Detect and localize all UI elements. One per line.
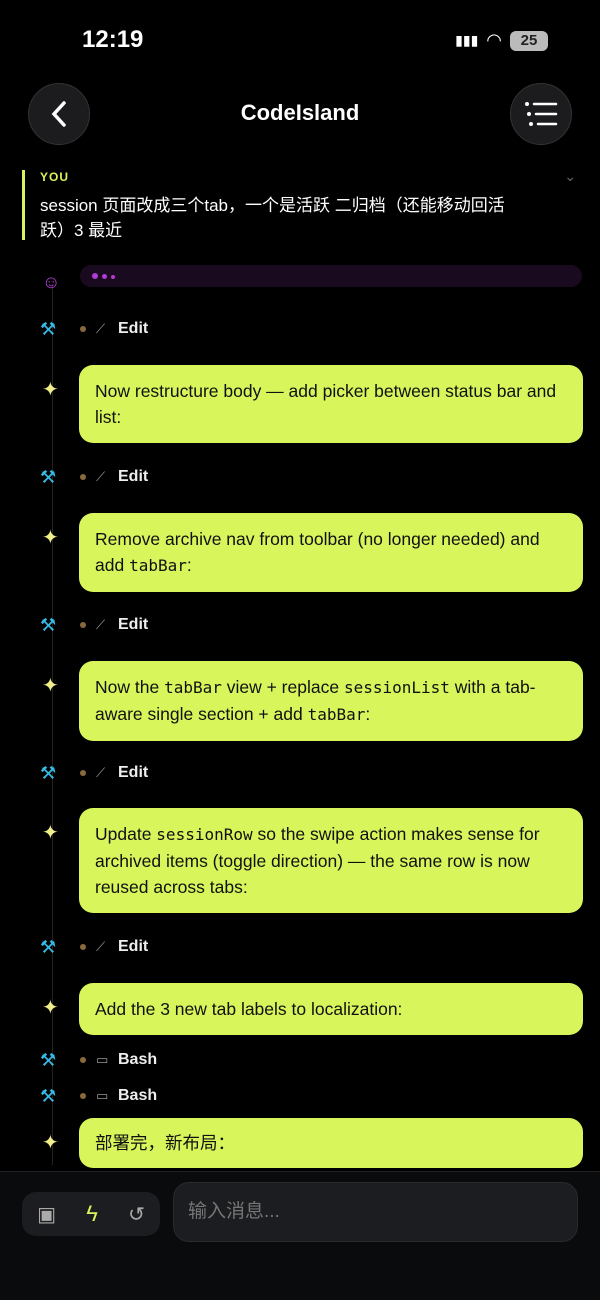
- status-dot: [80, 326, 86, 332]
- pencil-icon: ⟋: [96, 321, 106, 336]
- pencil-icon: ⟋: [96, 939, 106, 954]
- status-dot: [80, 1093, 86, 1099]
- assistant-message: 部署完，新布局：: [79, 1118, 583, 1168]
- hammer-icon: ⚒: [40, 762, 57, 783]
- tool-label: Bash: [118, 1051, 158, 1068]
- tool-label: Edit: [118, 616, 149, 633]
- thinking-indicator: [80, 265, 582, 287]
- text-span: Add the 3 new tab labels to localization…: [95, 999, 403, 1019]
- text-span: Remove archive nav from toolbar (no long…: [95, 529, 540, 575]
- status-time: 12:19: [82, 26, 144, 53]
- lightning-icon[interactable]: ϟ: [86, 1201, 98, 1226]
- hammer-icon: ⚒: [40, 936, 57, 957]
- code-span: tabBar: [129, 556, 187, 575]
- tool-call-row[interactable]: ⚒ ⟋ Edit: [40, 465, 148, 489]
- pencil-icon: ⟋: [96, 617, 106, 632]
- text-span: Update: [95, 824, 157, 844]
- assistant-message: Now the tabBar view + replace sessionLis…: [79, 661, 583, 741]
- battery-icon: 25: [510, 30, 548, 51]
- tool-label: Edit: [118, 764, 149, 781]
- wifi-icon: ◠: [486, 30, 502, 50]
- sparkle-icon: ✦: [42, 527, 59, 549]
- hammer-icon: ⚒: [40, 1085, 57, 1106]
- history-icon[interactable]: ↺: [128, 1203, 145, 1226]
- tool-call-row[interactable]: ⚒ ⟋ Edit: [40, 613, 148, 637]
- user-message-bar: [22, 170, 25, 240]
- chevron-left-icon: [51, 101, 66, 127]
- text-span: Now the: [95, 677, 165, 697]
- tool-label: Edit: [118, 468, 149, 485]
- hammer-icon: ⚒: [40, 614, 57, 635]
- user-message-text: session 页面改成三个tab，一个是活跃 二归档（还能移动回活跃）3 最近: [40, 196, 505, 240]
- status-dot: [80, 622, 86, 628]
- code-span: tabBar: [164, 678, 222, 697]
- chevron-down-icon[interactable]: ⌄: [564, 168, 576, 184]
- terminal-icon: ▭: [96, 1052, 109, 1067]
- hammer-icon: ⚒: [40, 318, 57, 339]
- message-input[interactable]: [173, 1182, 578, 1242]
- status-dot: [80, 944, 86, 950]
- code-span: tabBar: [307, 705, 366, 724]
- text-span: :: [186, 555, 192, 575]
- brain-icon: ☺: [42, 272, 61, 292]
- assistant-message: Remove archive nav from toolbar (no long…: [79, 513, 583, 592]
- list-icon: [525, 102, 558, 126]
- hammer-icon: ⚒: [40, 1049, 57, 1070]
- user-label: YOU: [40, 170, 70, 184]
- sparkle-icon: ✦: [42, 1132, 59, 1154]
- status-dot: [80, 770, 86, 776]
- tool-label: Edit: [118, 320, 149, 337]
- code-span: sessionRow: [156, 825, 253, 844]
- sparkle-icon: ✦: [42, 822, 59, 844]
- text-span: view + replace: [221, 677, 344, 697]
- photo-library-icon[interactable]: ▣: [37, 1203, 57, 1226]
- assistant-message: Update sessionRow so the swipe action ma…: [79, 808, 583, 913]
- tool-call-row[interactable]: ⚒ ⟋ Edit: [40, 317, 148, 341]
- tool-label: Bash: [118, 1087, 158, 1104]
- text-span: Now restructure body — add picker betwee…: [95, 381, 557, 427]
- assistant-message: Add the 3 new tab labels to localization…: [79, 983, 583, 1035]
- back-button[interactable]: [28, 83, 90, 145]
- signal-icon: ▮▮▮: [455, 32, 479, 48]
- text-span: 部署完，新布局：: [95, 1133, 235, 1153]
- status-icons: ▮▮▮ ◠ 25: [455, 30, 548, 51]
- composer-tools: ▣ ϟ ↺: [22, 1192, 160, 1236]
- sparkle-icon: ✦: [42, 379, 59, 401]
- assistant-message: Now restructure body — add picker betwee…: [79, 365, 583, 443]
- text-span: :: [365, 704, 371, 724]
- sparkle-icon: ✦: [42, 997, 59, 1019]
- hammer-icon: ⚒: [40, 466, 57, 487]
- outline-menu-button[interactable]: [510, 83, 572, 145]
- timeline-line: [52, 285, 53, 1165]
- text-span: so the swipe action makes sense for arch…: [95, 824, 540, 897]
- tool-call-row[interactable]: ⚒ ⟋ Edit: [40, 935, 148, 959]
- tool-call-row[interactable]: ⚒ ⟋ Edit: [40, 761, 148, 785]
- page-title: CodeIsland: [240, 100, 360, 125]
- tool-label: Edit: [118, 938, 149, 955]
- text-span: with a tab-aware single section + add: [95, 677, 536, 724]
- sparkle-icon: ✦: [42, 675, 59, 697]
- tool-call-row[interactable]: ⚒ ▭ Bash: [40, 1084, 157, 1108]
- terminal-icon: ▭: [96, 1088, 109, 1103]
- tool-call-row[interactable]: ⚒ ▭ Bash: [40, 1048, 157, 1072]
- code-span: sessionList: [343, 678, 450, 697]
- status-dot: [80, 474, 86, 480]
- pencil-icon: ⟋: [96, 469, 106, 484]
- pencil-icon: ⟋: [96, 765, 106, 780]
- status-dot: [80, 1057, 86, 1063]
